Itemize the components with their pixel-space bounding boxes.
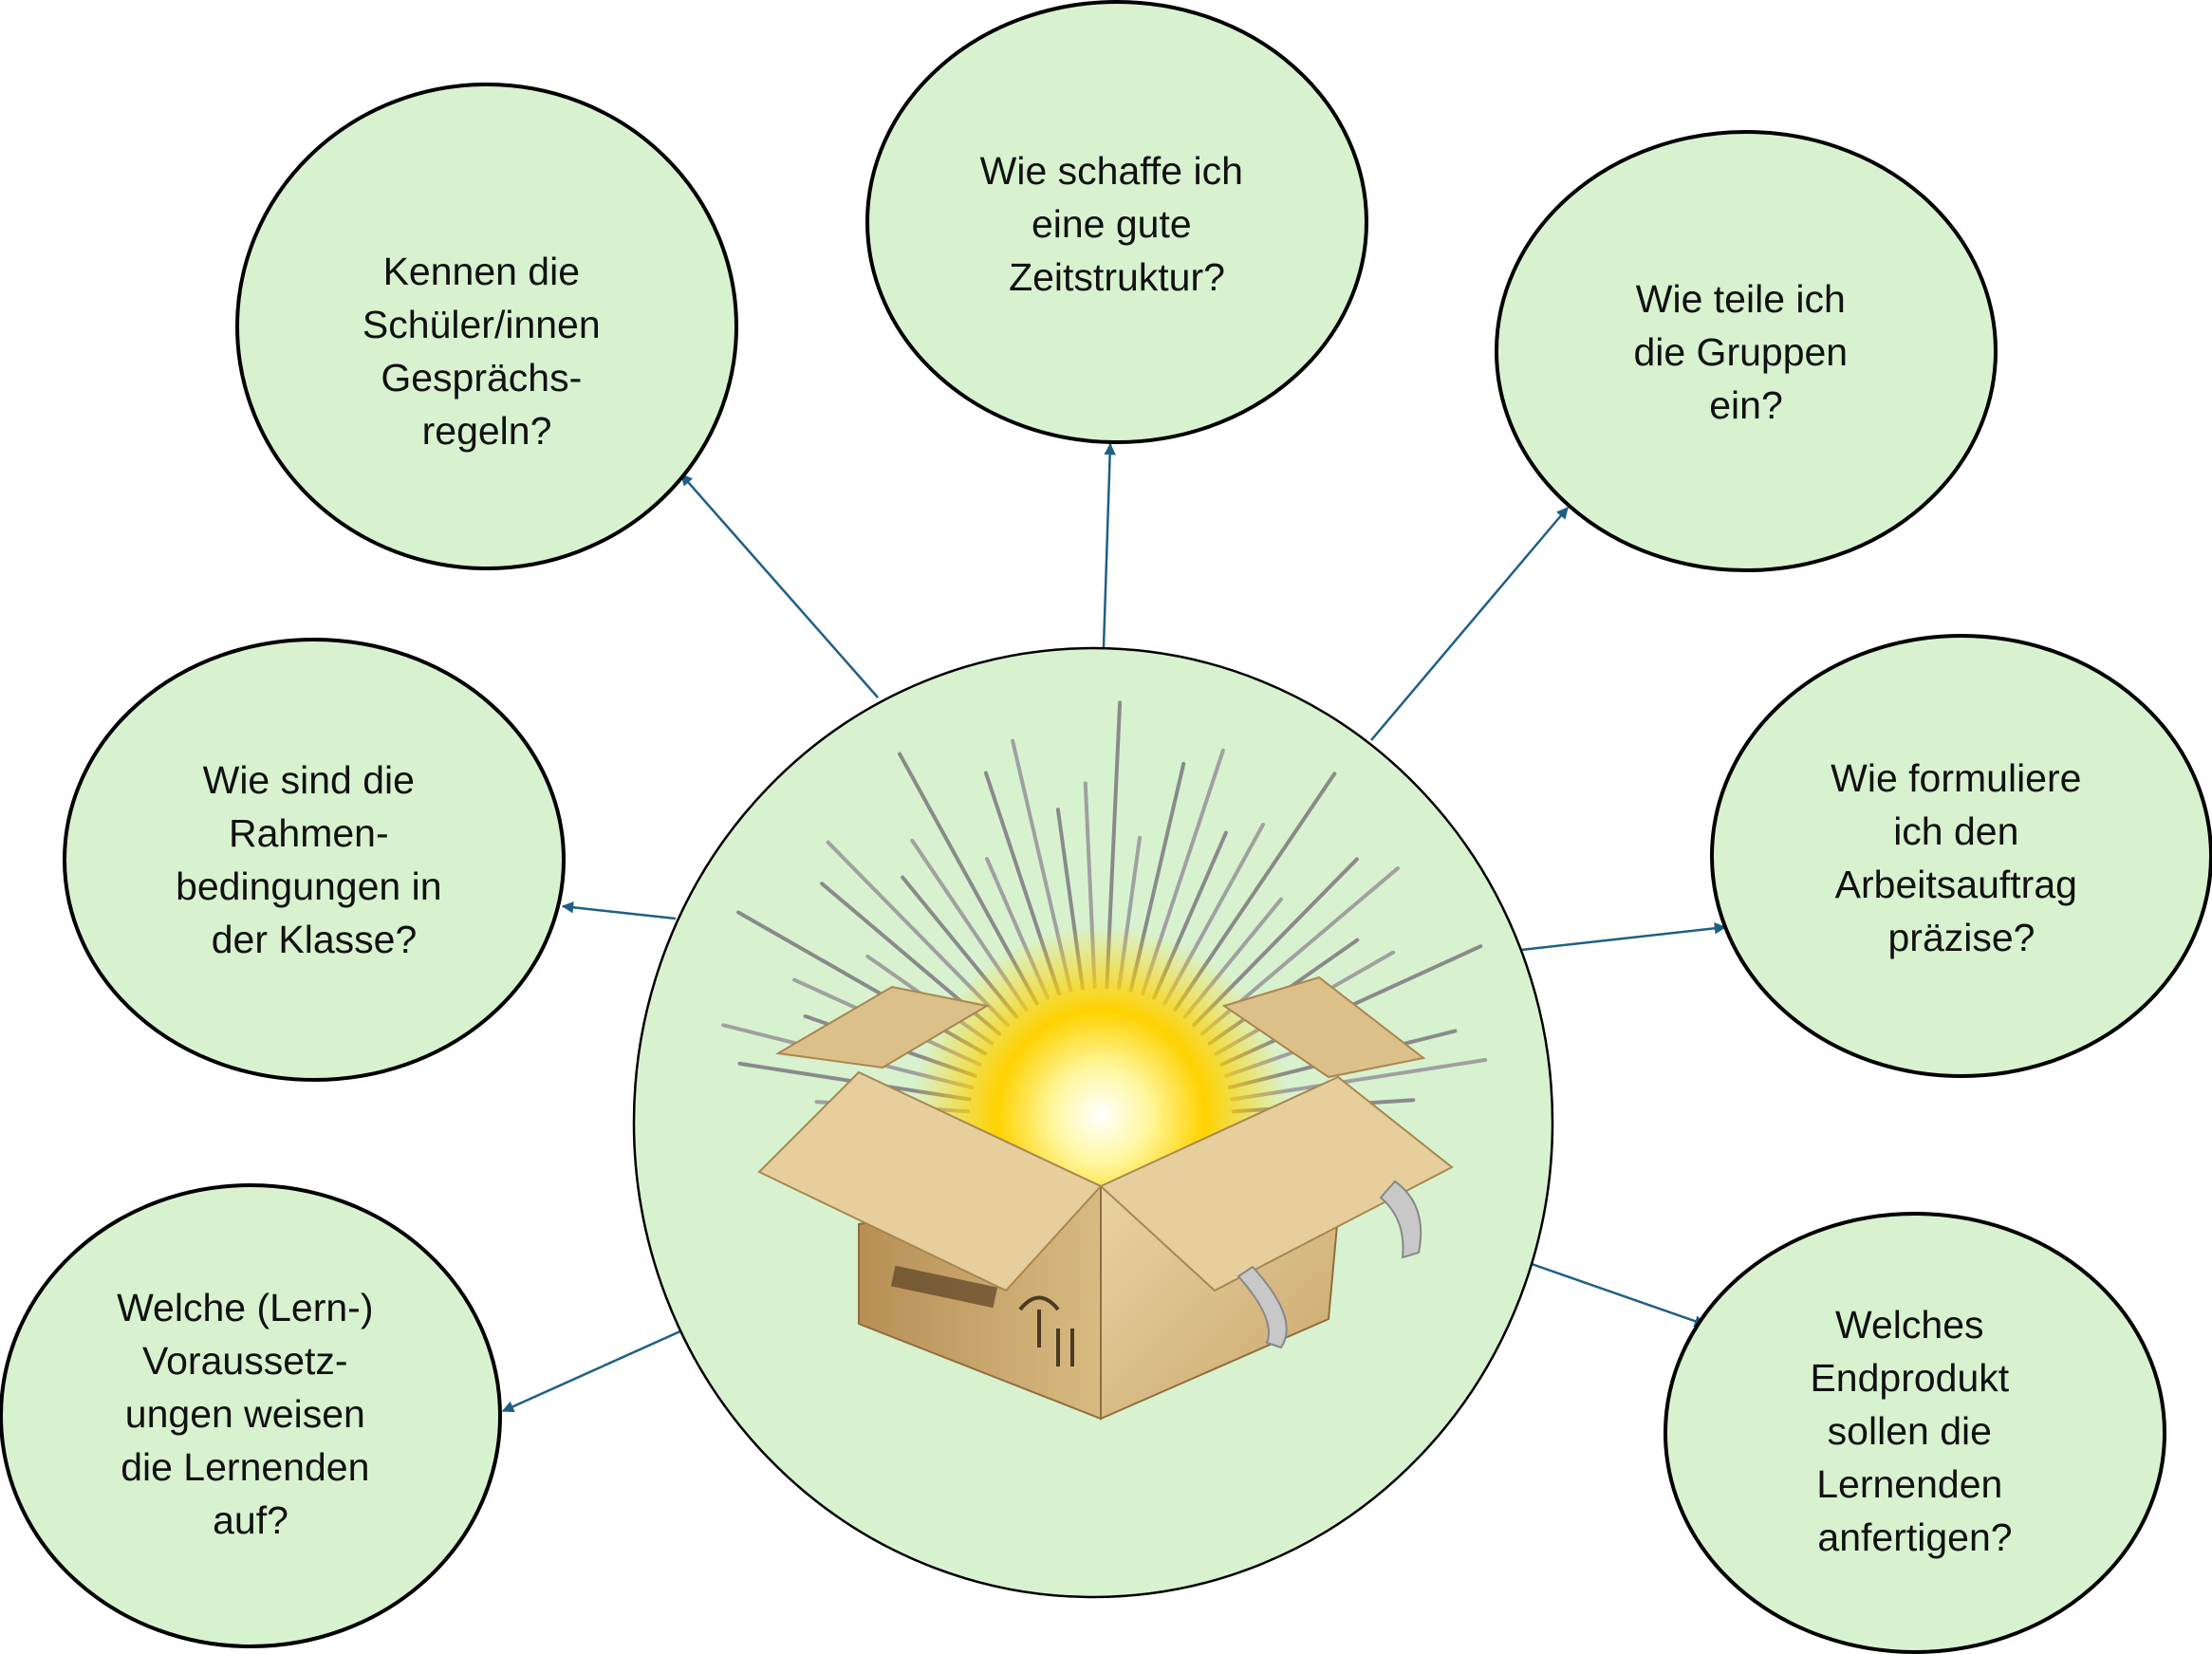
arrow-to-time [1102, 442, 1116, 648]
arrow-to-task [1520, 922, 1727, 952]
bubble-frame: Wie sind die Rahmen- bedingungen in der … [63, 638, 566, 1082]
arrow-to-product [1512, 1255, 1707, 1328]
bubble-rules-circle [235, 83, 738, 570]
bubble-frame-text: Wie sind die Rahmen- bedingungen in der … [176, 758, 453, 961]
center-node [632, 646, 1554, 1599]
bubble-groups-circle [1495, 130, 1998, 572]
bubble-product-circle [1664, 1212, 2166, 1654]
cardboard-box-icon [757, 976, 1454, 1421]
bubble-time-circle [865, 0, 1368, 444]
arrow-to-prereq [501, 1325, 692, 1413]
bubble-task-text: Wie formuliere ich den Arbeitsauftrag pr… [1831, 756, 2092, 959]
bubble-rules: Kennen die Schüler/innen Gesprächs- rege… [235, 83, 738, 570]
bubble-time-text: Wie schaffe ich eine gute Zeitstruktur? [980, 149, 1255, 299]
bubble-groups: Wie teile ich die Gruppen ein? [1495, 130, 1998, 572]
bubble-groups-text: Wie teile ich die Gruppen ein? [1633, 277, 1858, 427]
connector-arrows [501, 442, 1727, 1413]
bubble-product: Welches Endprodukt sollen die Lernenden … [1664, 1212, 2166, 1654]
bubble-task: Wie formuliere ich den Arbeitsauftrag pr… [1710, 634, 2212, 1078]
bubble-prereq-text: Welche (Lern-) Voraussetz- ungen weisen … [117, 1286, 384, 1542]
bubble-product-text: Welches Endprodukt sollen die Lernenden … [1810, 1303, 2019, 1559]
bubble-rules-text: Kennen die Schüler/innen Gesprächs- rege… [362, 250, 611, 453]
bubble-prereq: Welche (Lern-) Voraussetz- ungen weisen … [0, 1183, 502, 1648]
bubble-time: Wie schaffe ich eine gute Zeitstruktur? [865, 0, 1368, 444]
bubble-task-circle [1710, 634, 2212, 1078]
bubble-frame-circle [63, 638, 566, 1082]
arrow-to-groups [1370, 507, 1569, 741]
bubble-prereq-circle [0, 1183, 502, 1648]
arrow-to-frame [561, 901, 677, 920]
arrow-to-rules [680, 474, 879, 698]
